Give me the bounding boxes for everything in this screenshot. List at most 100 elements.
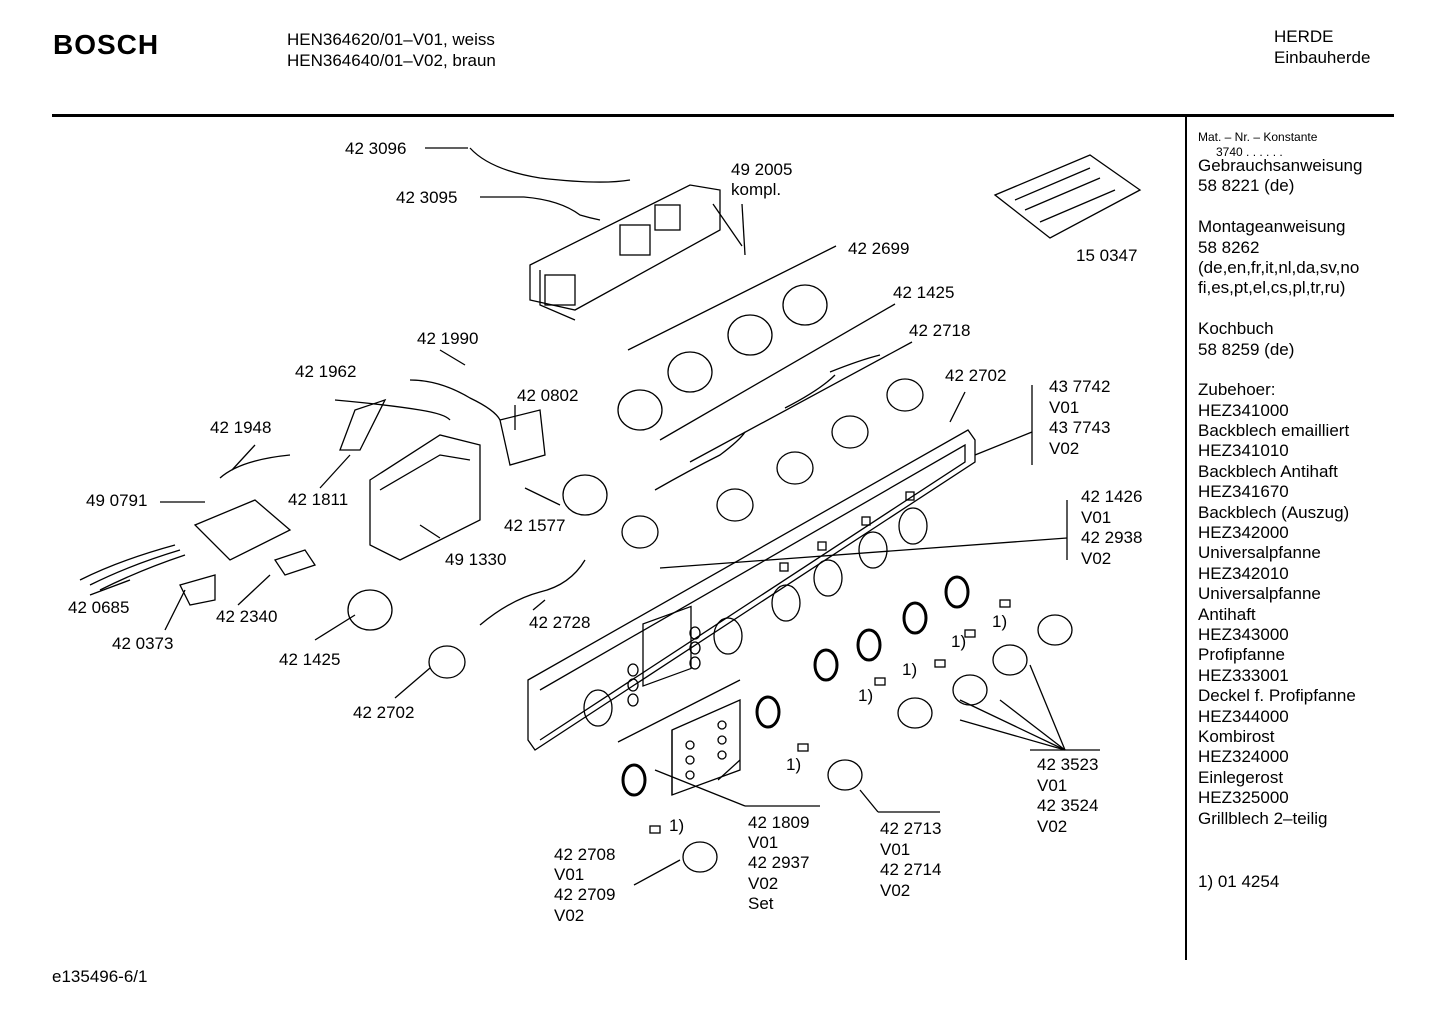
- document-id: e135496-6/1: [52, 967, 148, 986]
- sidebar-line: Deckel f. Profipfanne: [1198, 686, 1356, 706]
- sidebar-line: 58 8259 (de): [1198, 339, 1295, 359]
- part-label: 42 1948: [210, 418, 272, 437]
- sidebar-line: 58 8262: [1198, 237, 1260, 257]
- footnote-marker: 1): [992, 612, 1008, 631]
- sidebar-line: Montageanweisung: [1198, 217, 1346, 237]
- header-divider: [52, 114, 1394, 117]
- sidebar-line: Universalpfanne: [1198, 584, 1321, 604]
- brand-logo: BOSCH: [53, 29, 160, 60]
- part-label: 42 2708: [554, 845, 616, 864]
- part-label: 49 0791: [86, 491, 148, 510]
- sidebar-line: HEZ324000: [1198, 747, 1289, 767]
- part-label: 42 3095: [396, 188, 458, 207]
- variant-label: V01: [1081, 508, 1112, 527]
- sidebar-line: (de,en,fr,it,nl,da,sv,no: [1198, 257, 1360, 277]
- sidebar-line: Backblech (Auszug): [1198, 502, 1350, 522]
- part-label: 42 1426: [1081, 487, 1143, 506]
- part-label: 42 2728: [529, 613, 591, 632]
- sidebar-line: Zubehoer:: [1198, 380, 1276, 400]
- model-line-1: HEN364620/01–V01, weiss: [287, 30, 495, 49]
- part-label: 42 0685: [68, 598, 130, 617]
- sidebar-line: Grillblech 2–teilig: [1198, 808, 1328, 828]
- sidebar-line: fi,es,pt,el,cs,pl,tr,ru): [1198, 278, 1346, 298]
- part-label: 42 1809: [748, 813, 810, 832]
- part-label: 42 3524: [1037, 796, 1099, 815]
- sidebar-line: HEZ344000: [1198, 706, 1289, 726]
- part-label: 42 2938: [1081, 528, 1143, 547]
- part-label: 42 1962: [295, 362, 357, 381]
- part-label: 49 1330: [445, 550, 507, 569]
- part-label: 42 1425: [279, 650, 341, 669]
- footnote-marker: 1): [786, 755, 802, 774]
- part-label: 49 2005: [731, 160, 793, 179]
- sidebar-mat-value: 3740 . . . . . .: [1216, 145, 1283, 159]
- sidebar-line: HEZ333001: [1198, 665, 1289, 685]
- variant-label: V01: [748, 833, 779, 852]
- category: HERDE: [1274, 27, 1334, 46]
- variant-label: V02: [1081, 549, 1112, 568]
- part-label: 42 2702: [353, 703, 415, 722]
- part-label: 43 7743: [1049, 418, 1111, 437]
- sidebar-line: HEZ342000: [1198, 523, 1289, 543]
- sidebar-line: HEZ342010: [1198, 563, 1289, 583]
- footnote-marker: 1): [951, 632, 967, 651]
- part-note: kompl.: [731, 180, 782, 199]
- part-label: 42 2340: [216, 607, 278, 626]
- variant-label: V01: [554, 865, 585, 884]
- variant-label: V02: [880, 881, 911, 900]
- exploded-parts-diagram: [79, 147, 1142, 886]
- variant-label: V01: [1049, 398, 1080, 417]
- variant-label: V01: [1037, 776, 1068, 795]
- part-label: 42 0373: [112, 634, 174, 653]
- variant-label: V02: [1037, 817, 1068, 836]
- part-label: 15 0347: [1076, 246, 1138, 265]
- variant-label: V02: [554, 906, 585, 925]
- part-label: 42 1425: [893, 283, 955, 302]
- variant-label: V02: [1049, 439, 1080, 458]
- part-label: 42 3096: [345, 139, 407, 158]
- sidebar-spacer: [1198, 360, 1362, 380]
- subcategory: Einbauherde: [1274, 48, 1371, 67]
- sidebar-line: Kombirost: [1198, 726, 1275, 746]
- sidebar-line: Profipfanne: [1198, 645, 1285, 665]
- part-label: 42 2937: [748, 853, 810, 872]
- sidebar-spacer: [1198, 299, 1362, 319]
- sidebar-line: HEZ341010: [1198, 441, 1289, 461]
- footnote-marker: 1): [902, 660, 918, 679]
- sidebar-line: Backblech emailliert: [1198, 421, 1350, 441]
- sidebar-mat-header: Mat. – Nr. – Konstante: [1198, 130, 1318, 144]
- part-label: 43 7742: [1049, 377, 1111, 396]
- part-label: 42 2702: [945, 366, 1007, 385]
- variant-label: V02: [748, 874, 779, 893]
- footnote-marker: 1): [669, 816, 685, 835]
- part-label: 42 1577: [504, 516, 566, 535]
- sidebar-line: HEZ325000: [1198, 788, 1289, 808]
- part-label: 42 3523: [1037, 755, 1099, 774]
- variant-label: Set: [748, 894, 774, 913]
- part-label: 42 1990: [417, 329, 479, 348]
- sidebar-line: Antihaft: [1198, 604, 1256, 624]
- sidebar-line: HEZ341000: [1198, 400, 1289, 420]
- part-label: 42 2713: [880, 819, 942, 838]
- part-label: 42 0802: [517, 386, 579, 405]
- variant-label: V01: [880, 840, 911, 859]
- part-label: 42 1811: [288, 490, 349, 509]
- sidebar-divider: [1185, 117, 1187, 960]
- part-label: 42 2714: [880, 860, 942, 879]
- sidebar-line: Gebrauchsanweisung: [1198, 156, 1363, 175]
- sidebar-line: HEZ343000: [1198, 624, 1289, 644]
- part-label: 42 2699: [848, 239, 910, 258]
- model-line-2: HEN364640/01–V02, braun: [287, 51, 496, 70]
- sidebar-line: Backblech Antihaft: [1198, 461, 1338, 481]
- sidebar-line: Kochbuch: [1198, 319, 1274, 339]
- sidebar-line: HEZ341670: [1198, 482, 1289, 502]
- sidebar-spacer: [1198, 197, 1362, 217]
- sidebar-line: Universalpfanne: [1198, 543, 1321, 563]
- part-label: 42 2718: [909, 321, 971, 340]
- sidebar-line: Einlegerost: [1198, 767, 1284, 787]
- part-label: 42 2709: [554, 885, 616, 904]
- sidebar-line: 58 8221 (de): [1198, 176, 1295, 196]
- footnote-marker: 1): [858, 686, 874, 705]
- sidebar-footnote: 1) 01 4254: [1198, 872, 1280, 891]
